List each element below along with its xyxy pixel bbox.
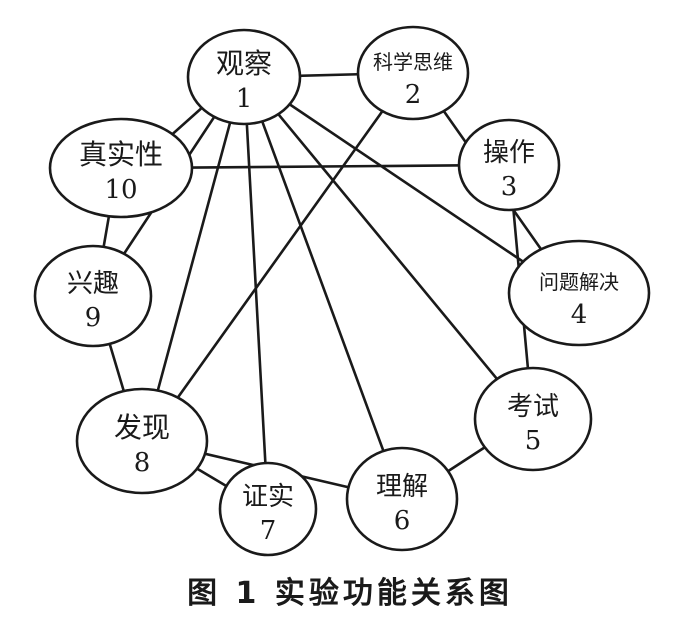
node-number: 9 <box>85 303 102 333</box>
node-n6: 理解 6 <box>345 446 459 552</box>
node-number: 2 <box>405 80 422 110</box>
node-ellipse <box>75 387 209 495</box>
node-ellipse <box>473 366 593 472</box>
node-ellipse <box>218 461 318 557</box>
node-ellipse <box>345 446 459 552</box>
node-number: 3 <box>501 172 518 202</box>
node-name: 观察 <box>216 47 272 80</box>
edge-n1-n8 <box>150 100 237 415</box>
node-name: 科学思维 <box>373 50 453 74</box>
node-name: 考试 <box>507 392 559 422</box>
node-ellipse <box>457 118 561 212</box>
node-name: 真实性 <box>79 138 163 171</box>
edge-n1-n5 <box>262 95 514 399</box>
node-number: 1 <box>236 84 253 114</box>
node-name: 发现 <box>114 411 170 444</box>
node-n3: 操作 3 <box>457 118 561 212</box>
node-number: 4 <box>571 300 588 330</box>
node-n8: 发现 8 <box>75 387 209 495</box>
node-n9: 兴趣 9 <box>33 244 153 348</box>
node-number: 5 <box>525 426 542 456</box>
node-ellipse <box>33 244 153 348</box>
node-ellipse <box>48 117 194 219</box>
node-number: 7 <box>260 516 277 546</box>
node-name: 兴趣 <box>67 269 119 299</box>
relationship-diagram: 观察 1 科学思维 2 操作 3 问题解决 4 考试 5 理解 6 证实 7 发现 8 兴趣 9 真实性 10 <box>33 25 651 557</box>
edge-n10-n3 <box>158 163 483 170</box>
figure-caption: 图 1 实验功能关系图 <box>187 576 513 611</box>
node-n4: 问题解决 4 <box>507 239 651 347</box>
edge-n1-n7 <box>244 101 268 486</box>
node-ellipse <box>507 239 651 347</box>
node-name: 操作 <box>483 138 535 168</box>
node-ellipse <box>356 25 470 121</box>
node-n1: 观察 1 <box>186 28 302 126</box>
node-name: 问题解决 <box>539 270 619 294</box>
node-name: 理解 <box>376 472 428 502</box>
node-layer: 观察 1 科学思维 2 操作 3 问题解决 4 考试 5 理解 6 证实 7 发现 8 兴趣 9 真实性 10 <box>33 25 651 557</box>
node-name: 证实 <box>242 482 294 512</box>
node-number: 6 <box>394 506 411 536</box>
node-number: 8 <box>134 448 151 478</box>
node-n5: 考试 5 <box>473 366 593 472</box>
node-ellipse <box>186 28 302 126</box>
edge-n1-n6 <box>253 99 393 475</box>
node-number: 10 <box>104 175 137 205</box>
edge-n1-n4 <box>268 89 548 279</box>
edge-n2-n8 <box>161 92 397 420</box>
node-n10: 真实性 10 <box>48 117 194 219</box>
node-n2: 科学思维 2 <box>356 25 470 121</box>
node-n7: 证实 7 <box>218 461 318 557</box>
